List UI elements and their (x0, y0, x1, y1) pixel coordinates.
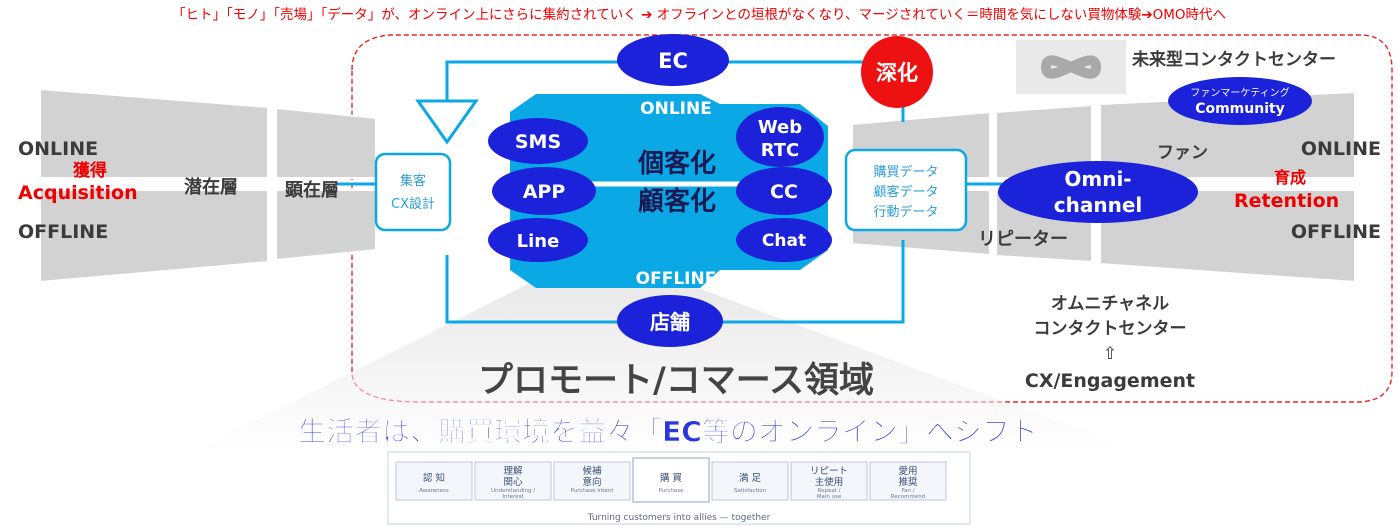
journey-stage-en: Main use (817, 494, 842, 500)
fan-label: ファン (1157, 143, 1208, 163)
journey-stage-en: Understanding / (491, 488, 535, 494)
cx-box-line2: CX設計 (391, 196, 435, 212)
sms-bubble-label: SMS (515, 131, 561, 153)
journey-stage-jp: 認 知 (423, 472, 445, 484)
kakutoku-label: 獲得 (73, 160, 107, 181)
kokyaku-label-1: 個客化 (637, 148, 716, 179)
right-online-label: ONLINE (1301, 138, 1381, 160)
journey-stage-jp: 購 買 (660, 472, 683, 484)
journey-stage-jp: リピート (810, 466, 848, 477)
journey-stage-en: Awareness (419, 488, 449, 494)
journey-stage-box (474, 461, 552, 501)
infinity-icon (1016, 40, 1126, 94)
journey-stage-en: Fan / (901, 488, 914, 494)
journey-stage-en: Purchase intent (571, 488, 615, 494)
journey-stage-box (711, 461, 789, 501)
data-box-line1: 購買データ (873, 164, 938, 180)
journey-stage-en: Satisfaction (734, 488, 767, 494)
promote-title: プロモート/コマース領域 (478, 360, 874, 401)
app-bubble (492, 167, 596, 215)
journey-stage-box (869, 461, 947, 501)
up-arrow-icon: ⇧ (1103, 344, 1117, 364)
repeater-label: リピーター (978, 229, 1068, 250)
journey-stage-jp: 候補 (582, 465, 602, 477)
journey-stage-jp: 意向 (582, 476, 601, 488)
sms-bubble (488, 118, 588, 164)
ikusei-label: 育成 (1274, 168, 1306, 187)
webrtc-bubble-label-2: RTC (761, 140, 800, 161)
kenzai-label: 顕在層 (285, 179, 339, 201)
center-offline-label: OFFLINE (636, 269, 717, 289)
journey-stage-jp: 推奨 (898, 476, 918, 488)
cx-box (374, 152, 452, 232)
omni-jp-label-2: コンタクトセンター (1034, 319, 1187, 339)
data-box-line2: 顧客データ (873, 184, 938, 200)
future-contact-center-label: 未来型コンタクトセンター (1131, 49, 1336, 70)
store-bubble-label: 店舗 (650, 310, 690, 334)
journey-stage-box (632, 457, 710, 503)
data-box (844, 148, 968, 232)
journey-stage-jp: 理解 (503, 465, 523, 477)
journey-stage-box (395, 461, 473, 501)
ec-bubble (617, 34, 729, 86)
right-offline-label: OFFLINE (1291, 221, 1381, 243)
journey-stage-en: Repeat / (818, 488, 841, 494)
fan-marketing-label: ファンマーケティング (1190, 86, 1289, 99)
channel-bubbles: EC SMS APP Line Web RTC CC Chat 店舗 深化 ファ… (488, 34, 1312, 347)
community-label: Community (1195, 101, 1285, 117)
omnichannel-bubble (998, 161, 1198, 223)
left-offline-label: OFFLINE (18, 221, 108, 243)
journey-stage-jp: 愛用 (898, 465, 917, 477)
journey-stage-jp: 主使用 (815, 476, 844, 488)
journey-stage-en: Purchase (659, 488, 685, 494)
ec-bubble-label: EC (658, 49, 688, 73)
omni-jp-label-1: オムニチャネル (1051, 294, 1169, 314)
acquisition-label: Acquisition (18, 182, 138, 204)
cc-bubble (736, 167, 832, 215)
webrtc-bubble (736, 107, 824, 167)
cx-box-line1: 集客 (400, 173, 426, 189)
cx-engagement-label: CX/Engagement (1025, 370, 1195, 392)
line-bubble-label: Line (517, 231, 560, 252)
journey-stage-en: Recommend (891, 494, 925, 500)
retention-label: Retention (1234, 190, 1339, 212)
shinka-bubble-label: 深化 (876, 61, 918, 85)
data-box-line3: 行動データ (873, 204, 938, 220)
journey-caption: Turning customers into allies — together (587, 513, 771, 523)
header-text: 「ヒト」「モノ」「売場」「データ」が、オンライン上にさらに集約されていく ➔ オ… (172, 6, 1226, 23)
shift-banner: 生活者は、購買環境を益々「EC等のオンライン」へシフト (298, 415, 1038, 448)
left-funnel (39, 87, 377, 284)
funnel-triangle-icon (415, 99, 479, 145)
journey-stage-en: Interest (502, 494, 524, 500)
community-bubble (1168, 77, 1312, 125)
senzai-label: 潜在層 (184, 176, 238, 198)
journey-stage-box (553, 461, 631, 501)
journey-stage-jp: 関心 (503, 477, 523, 488)
center-online-label: ONLINE (640, 99, 712, 119)
omnichannel-label-1: Omni- (1064, 167, 1131, 191)
omnichannel-label-2: channel (1054, 193, 1143, 217)
kokyaku-label-2: 顧客化 (638, 186, 716, 217)
shinka-bubble (861, 36, 933, 108)
app-bubble-label: APP (523, 181, 566, 203)
line-bubble (488, 218, 588, 262)
journey-stage-jp: 満 足 (739, 473, 762, 484)
chat-bubble (736, 218, 832, 262)
left-online-label: ONLINE (18, 138, 98, 160)
cc-bubble-label: CC (770, 181, 798, 203)
webrtc-bubble-label-1: Web (758, 117, 802, 138)
chat-bubble-label: Chat (762, 231, 806, 251)
store-bubble (617, 295, 723, 347)
funnel-spread (193, 282, 1140, 452)
journey-stage-box (790, 461, 868, 501)
